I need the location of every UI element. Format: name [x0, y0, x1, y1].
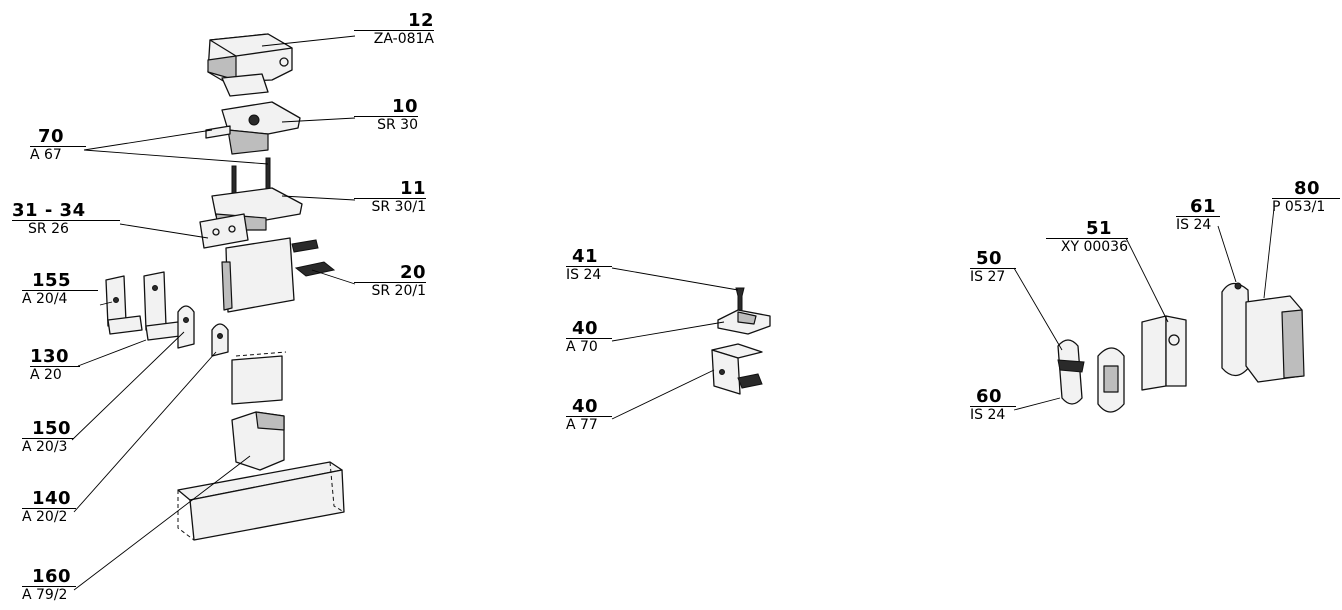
callout-31-34-code: SR 26 — [12, 220, 120, 236]
part-51-clip — [1141, 315, 1187, 391]
callout-40-b-code: A 77 — [566, 416, 612, 432]
callout-80: 80 P 053/1 — [1272, 180, 1340, 214]
callout-140: 140 A 20/2 — [22, 490, 76, 524]
callout-70-number: 70 — [38, 126, 65, 147]
part-50-60-stop — [1057, 339, 1125, 413]
callout-50-code: IS 27 — [970, 268, 1016, 284]
callout-150-number: 150 — [32, 418, 72, 439]
callout-150-code: A 20/3 — [22, 438, 74, 454]
part-150-140-brackets — [177, 305, 229, 357]
callout-50: 50 IS 27 — [970, 250, 1016, 284]
callout-12: 12 ZA-081A — [354, 12, 434, 46]
callout-60: 60 IS 24 — [970, 388, 1016, 422]
rail-profile — [177, 461, 345, 541]
callout-80-code: P 053/1 — [1272, 198, 1340, 214]
callout-11: 11 SR 30/1 — [354, 180, 426, 214]
callout-140-number: 140 — [32, 488, 72, 509]
callout-61-code: IS 24 — [1176, 216, 1220, 232]
callout-60-code: IS 24 — [970, 406, 1016, 422]
callout-40-a-number: 40 — [572, 318, 599, 339]
callout-31-34: 31 - 34 SR 26 — [12, 202, 120, 236]
callout-155-code: A 20/4 — [22, 290, 98, 306]
part-155-brackets — [105, 271, 181, 341]
callout-51-code: XY 00036 — [1046, 238, 1128, 254]
part-guide-box — [231, 351, 287, 405]
callout-160-code: A 79/2 — [22, 586, 76, 602]
part-40-block — [717, 309, 771, 335]
callout-40-b: 40 A 77 — [566, 398, 612, 432]
callout-130-code: A 20 — [30, 366, 80, 382]
part-160-guide — [231, 411, 285, 471]
callout-155-number: 155 — [32, 270, 72, 291]
callout-40-b-number: 40 — [572, 396, 599, 417]
callout-10-number: 10 — [391, 96, 418, 117]
callout-11-number: 11 — [399, 178, 426, 199]
callout-70-code: A 67 — [30, 146, 86, 162]
callout-80-number: 80 — [1294, 178, 1321, 199]
callout-51-number: 51 — [1085, 218, 1112, 239]
callout-40-a: 40 A 70 — [566, 320, 612, 354]
callout-31-34-number: 31 - 34 — [12, 200, 86, 221]
part-20-carriage — [221, 237, 336, 313]
callout-50-number: 50 — [976, 248, 1003, 269]
callout-12-number: 12 — [407, 10, 434, 31]
callout-40-a-code: A 70 — [566, 338, 612, 354]
callout-20-number: 20 — [399, 262, 426, 283]
leader-lines — [71, 35, 1275, 591]
callout-41-number: 41 — [572, 246, 599, 267]
callout-10: 10 SR 30 — [354, 98, 418, 132]
callout-150: 150 A 20/3 — [22, 420, 74, 454]
callout-41-code: IS 24 — [566, 266, 612, 282]
callout-61: 61 IS 24 — [1176, 198, 1220, 232]
part-31-34-plate — [199, 213, 249, 249]
callout-51: 51 XY 00036 — [1046, 220, 1128, 254]
part-61-80-bracket — [1221, 282, 1305, 383]
callout-11-code: SR 30/1 — [354, 198, 426, 214]
callout-60-number: 60 — [976, 386, 1003, 407]
callout-155: 155 A 20/4 — [22, 272, 98, 306]
callout-20: 20 SR 20/1 — [354, 264, 426, 298]
part-40-angle — [711, 343, 763, 395]
callout-61-number: 61 — [1190, 196, 1217, 217]
part-10-bracket — [205, 101, 301, 155]
callout-10-code: SR 30 — [354, 116, 418, 132]
callout-70: 70 A 67 — [30, 128, 86, 162]
callout-130-number: 130 — [30, 346, 70, 367]
callout-41: 41 IS 24 — [566, 248, 612, 282]
callout-140-code: A 20/2 — [22, 508, 76, 524]
callout-130: 130 A 20 — [30, 348, 80, 382]
callout-160-number: 160 — [32, 566, 72, 587]
callout-12-code: ZA-081A — [354, 30, 434, 46]
callout-160: 160 A 79/2 — [22, 568, 76, 602]
callout-20-code: SR 20/1 — [354, 282, 426, 298]
part-12-housing — [207, 33, 293, 97]
